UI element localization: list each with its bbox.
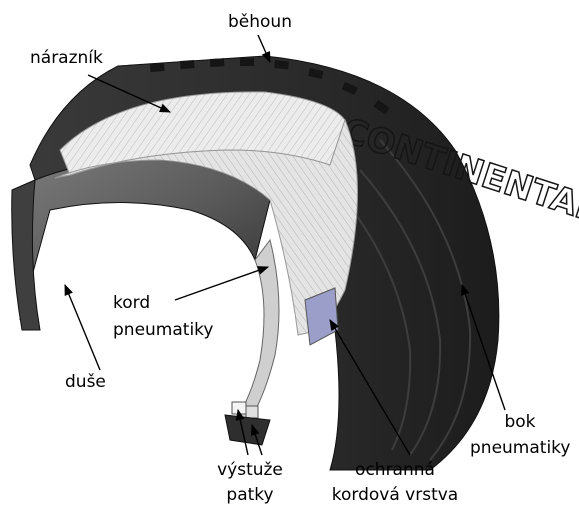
label-chafer-line1: ochranná <box>315 460 475 480</box>
cut-edge <box>235 240 279 420</box>
label-chafer-line2: kordová vrstva <box>315 485 475 505</box>
label-cord-line2: pneumatiky <box>113 320 213 340</box>
arrow-cord <box>175 267 268 300</box>
label-sidewall-line2: pneumatiky <box>470 438 570 458</box>
label-breaker: nárazník <box>30 48 103 68</box>
label-tread: běhoun <box>228 12 292 32</box>
arrow-tube <box>65 285 100 370</box>
label-cord-line1: kord <box>113 293 150 313</box>
bead-reinforcement <box>225 402 270 445</box>
label-bead-line1: výstuže <box>200 460 300 480</box>
label-tube: duše <box>65 372 106 392</box>
label-sidewall-line1: bok <box>470 412 570 432</box>
label-bead-line2: patky <box>200 485 300 505</box>
